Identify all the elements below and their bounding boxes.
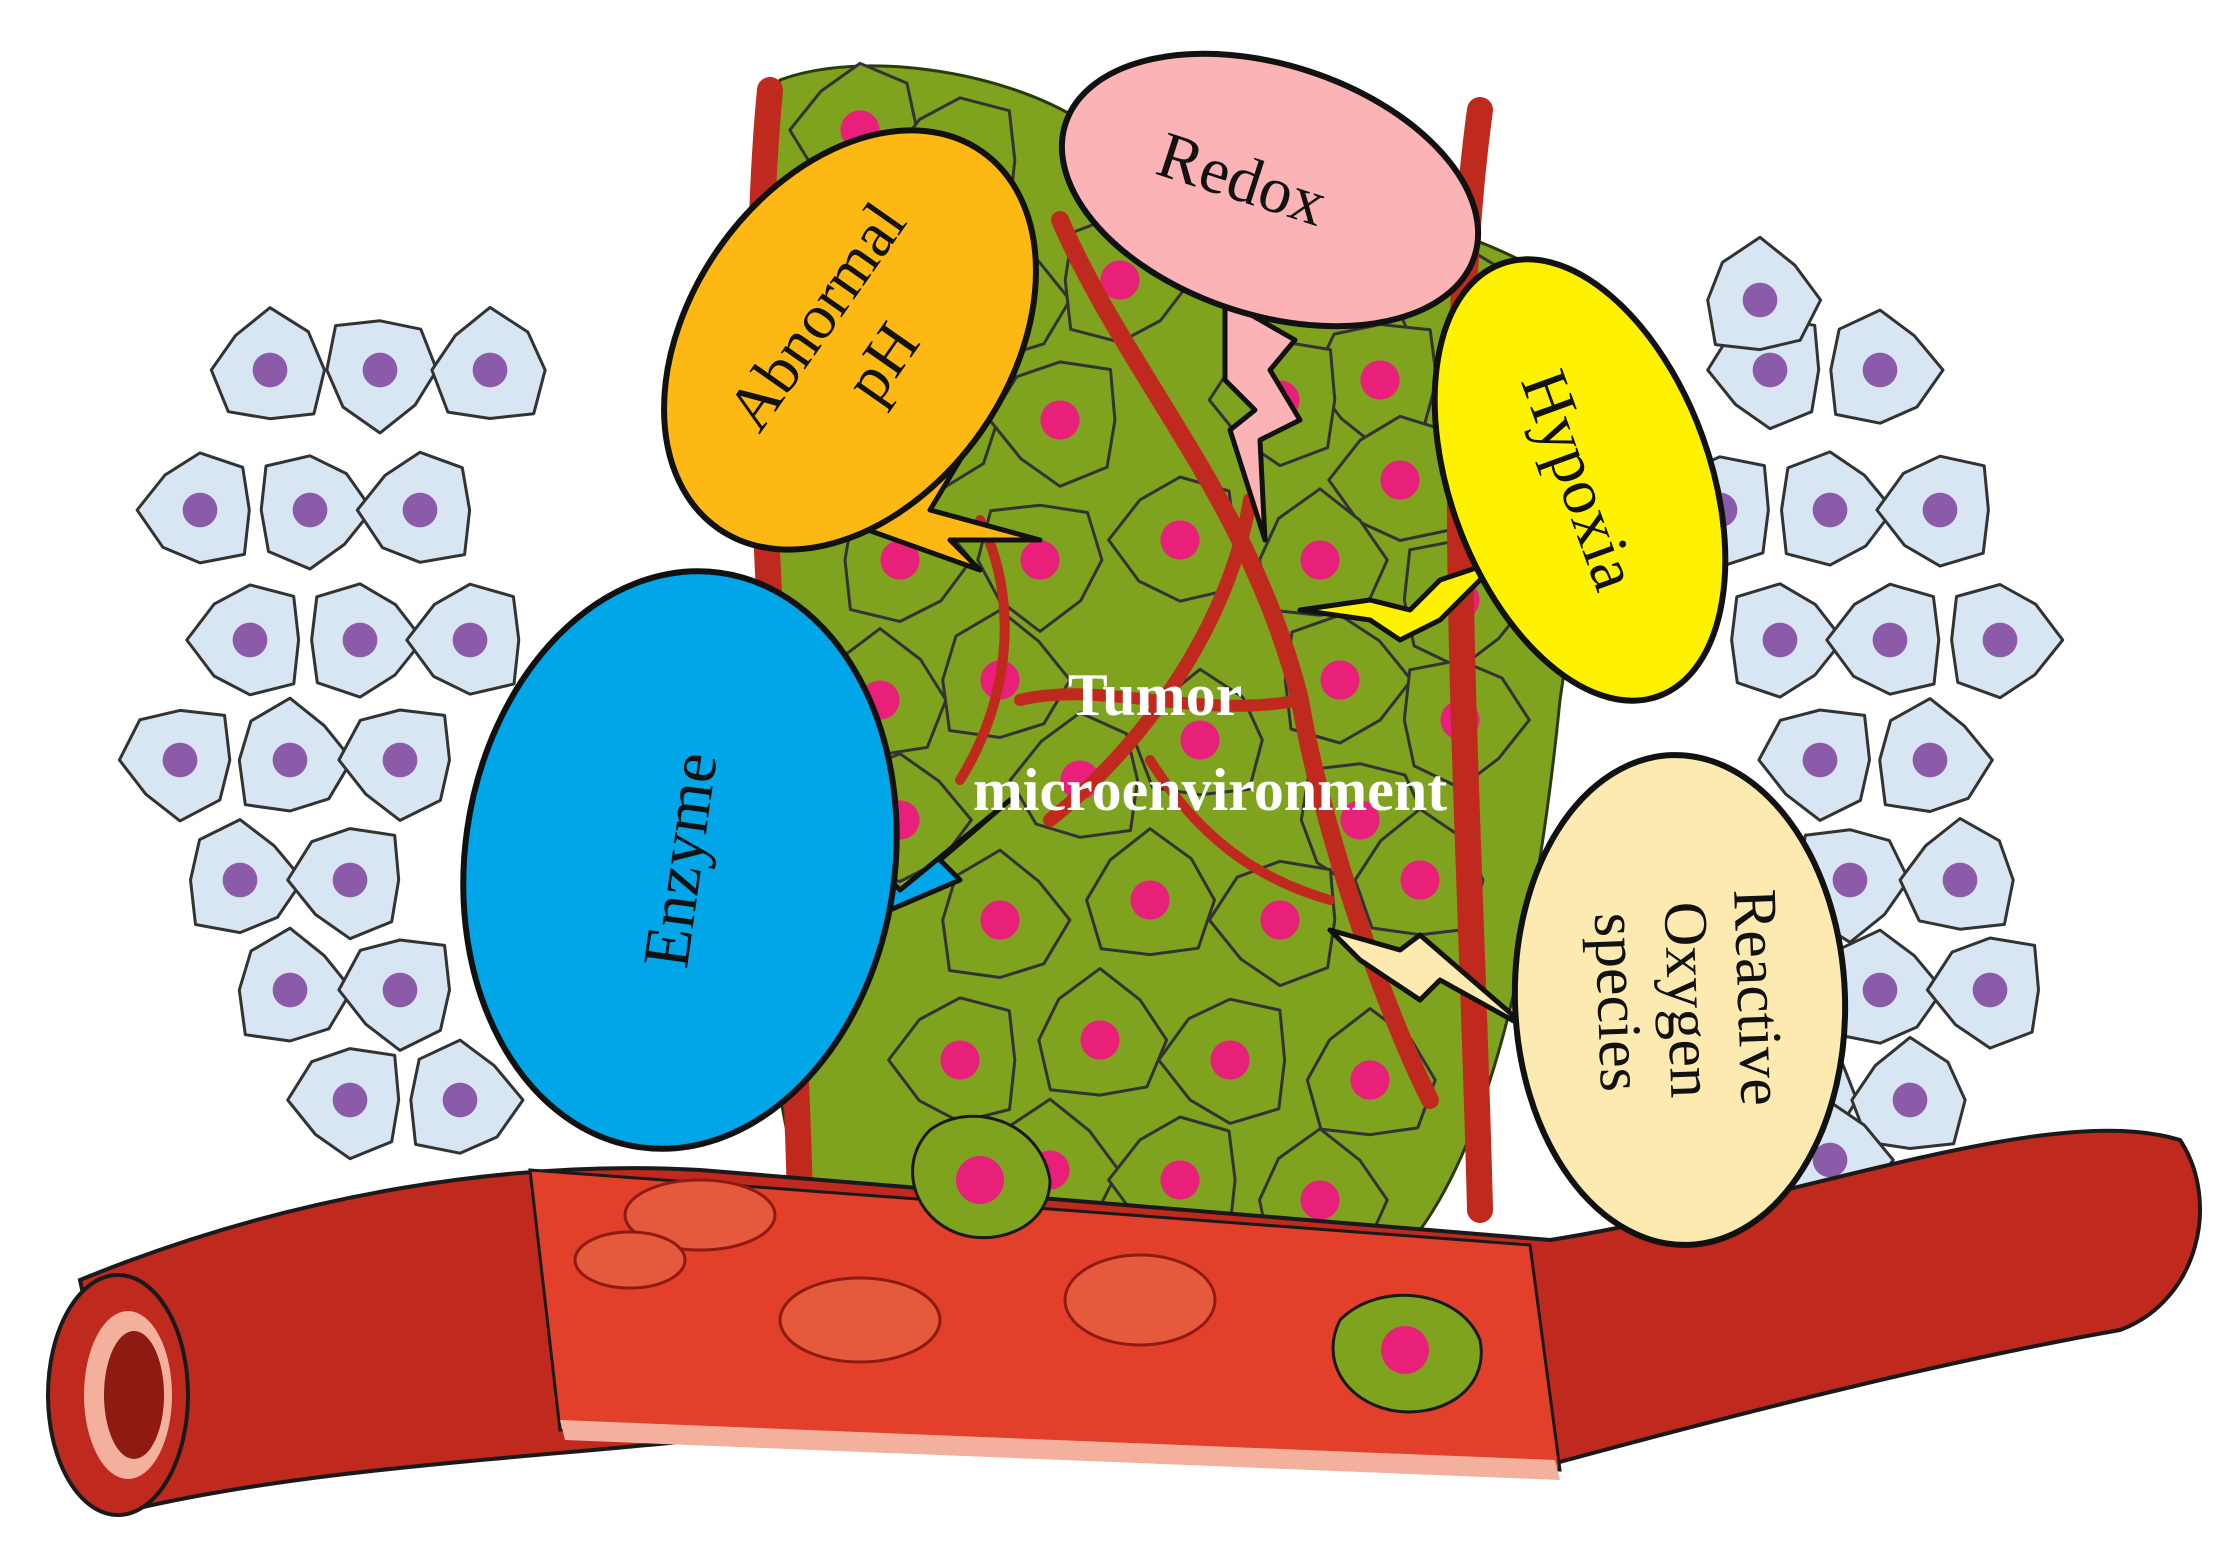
tumor-microenvironment-label-line1: Tumor [1068, 662, 1243, 728]
tumor-cell [1085, 827, 1216, 957]
stimulus-hypoxia: Hypoxia [1431, 256, 1729, 704]
normal-cell [286, 827, 401, 941]
stimulus-enzyme: Enzyme [460, 568, 900, 1152]
tumor-cell [1353, 807, 1485, 937]
normal-cell [1829, 928, 1945, 1045]
hypoxia-ellipse [1431, 256, 1729, 704]
tumor-cell [1107, 475, 1237, 603]
normal-cell [337, 708, 451, 822]
normal-cell [409, 1038, 525, 1155]
tumor-cell [1157, 997, 1287, 1125]
lightning-redox [1222, 297, 1303, 543]
normal-cell [1730, 582, 1845, 699]
ros-label-line2: Oxygen [1651, 900, 1726, 1099]
ros-label-line3: species [1581, 912, 1655, 1093]
lightning-hypoxia [1297, 557, 1503, 643]
normal-cell [1925, 936, 2041, 1050]
normal-cell [237, 696, 354, 813]
normal-cell [209, 306, 326, 421]
enzyme-ellipse [460, 568, 900, 1152]
normal-cell [1875, 454, 1990, 568]
normal-cell [1850, 1035, 1967, 1150]
normal-cell [430, 305, 547, 420]
tumor-cell [1283, 613, 1413, 745]
tumor-cell [1008, 711, 1140, 839]
normal-cell [1706, 235, 1823, 352]
normal-cell [1878, 697, 1994, 813]
normal-cell [1757, 708, 1871, 822]
tumor-cell [988, 360, 1117, 488]
normal-cell [1780, 450, 1895, 567]
normal-cell [310, 582, 425, 699]
stimulus-ros: Reactive Oxygen species [1511, 752, 1849, 1248]
normal-cell [259, 454, 374, 571]
normal-cell [1898, 817, 2015, 931]
lightning-ros [1327, 927, 1533, 1033]
tumor-cell [941, 608, 1072, 739]
tumor-cell [1037, 967, 1169, 1097]
normal-cell [286, 1047, 401, 1161]
tumor-cell [1327, 414, 1457, 542]
invading-tumor-cells [911, 1114, 1052, 1240]
normal-cell [117, 708, 232, 823]
ros-label-line1: Reactive [1720, 888, 1796, 1107]
normal-cell [405, 582, 521, 696]
normal-cell [185, 583, 301, 697]
abnormal-ph-ellipse [661, 127, 1039, 553]
tumor-microenvironment-label-line2: microenvironment [973, 757, 1447, 823]
normal-cell [1950, 583, 2065, 700]
normal-cell [189, 818, 305, 935]
normal-cell [355, 450, 472, 564]
tumor-cell [941, 848, 1072, 979]
normal-cell [325, 319, 439, 435]
normal-cell [237, 926, 354, 1043]
normal-cell [135, 451, 251, 565]
normal-cell [1825, 582, 1941, 696]
stimulus-abnormal-ph: Abnormal pH [661, 127, 1039, 553]
normal-cell [337, 938, 451, 1052]
normal-cell [1829, 308, 1945, 425]
stimulus-redox: Redox [1058, 50, 1482, 330]
ros-ellipse [1511, 752, 1849, 1248]
